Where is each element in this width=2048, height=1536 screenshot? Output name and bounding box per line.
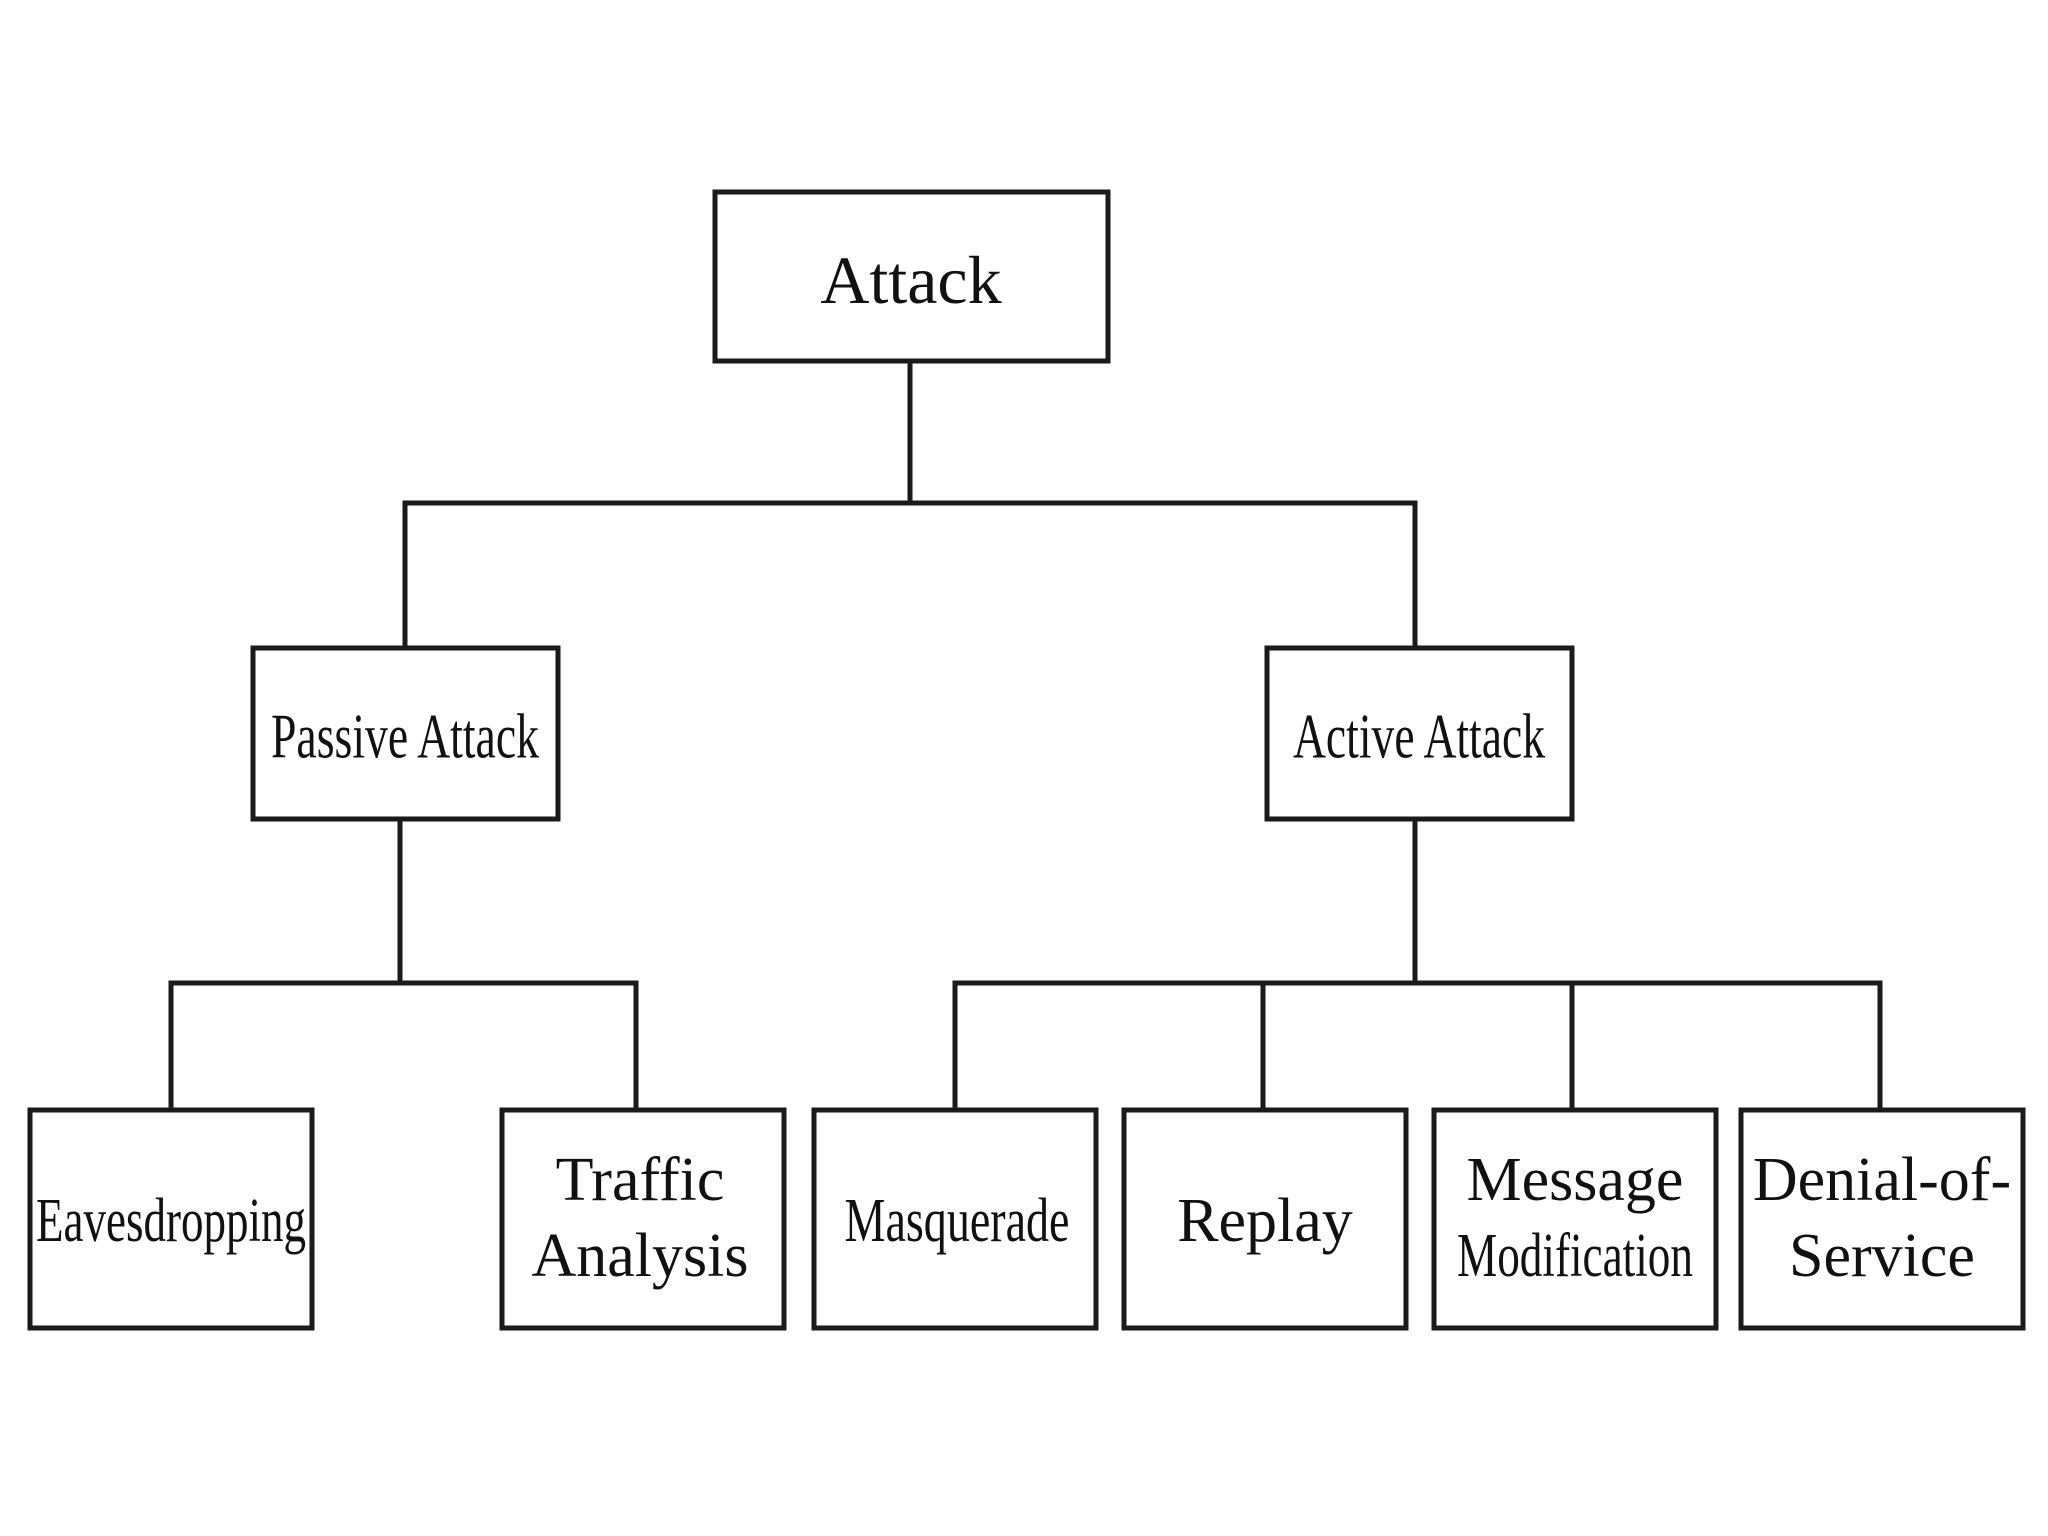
node-denial-of-service-label-line2: Service bbox=[1789, 1222, 1975, 1290]
node-attack-box bbox=[712, 189, 1111, 364]
node-message-modification-box bbox=[1431, 1107, 1719, 1331]
node-masquerade-label: Masquerade bbox=[845, 1187, 1070, 1255]
node-traffic-analysis-box bbox=[499, 1107, 787, 1331]
node-eavesdropping-box bbox=[27, 1107, 315, 1331]
node-replay-box bbox=[1121, 1107, 1409, 1331]
node-message-modification: Message Modification bbox=[1431, 1107, 1719, 1331]
node-eavesdropping: Eavesdropping bbox=[27, 1107, 315, 1331]
edge-passive-branch bbox=[168, 980, 639, 1113]
node-masquerade-box bbox=[811, 1107, 1099, 1331]
edge-root-branch bbox=[402, 500, 1418, 651]
edge-active-branch bbox=[952, 980, 1883, 1113]
node-replay-label: Replay bbox=[1177, 1187, 1353, 1255]
node-denial-of-service: Denial-of- Service bbox=[1738, 1107, 2026, 1331]
node-denial-of-service-label-line1: Denial-of- bbox=[1753, 1146, 2011, 1214]
node-traffic-analysis-label-line1: Traffic bbox=[556, 1146, 725, 1214]
node-message-modification-label-line2: Modification bbox=[1457, 1222, 1693, 1290]
node-masquerade: Masquerade bbox=[811, 1107, 1099, 1331]
node-passive-attack-box bbox=[250, 645, 561, 822]
node-active-attack-label: Active Attack bbox=[1293, 701, 1545, 772]
node-active-attack: Active Attack bbox=[1264, 645, 1575, 822]
node-passive-attack-label: Passive Attack bbox=[271, 701, 539, 772]
node-attack-label: Attack bbox=[820, 242, 1001, 318]
node-attack: Attack bbox=[712, 189, 1111, 364]
node-traffic-analysis-label-line2: Analysis bbox=[532, 1222, 749, 1290]
node-traffic-analysis: Traffic Analysis bbox=[499, 1107, 787, 1331]
node-message-modification-label-line1: Message bbox=[1467, 1146, 1684, 1214]
connectors bbox=[168, 358, 1883, 1113]
node-denial-of-service-box bbox=[1738, 1107, 2026, 1331]
node-passive-attack: Passive Attack bbox=[250, 645, 561, 822]
node-replay: Replay bbox=[1121, 1107, 1409, 1331]
node-active-attack-box bbox=[1264, 645, 1575, 822]
node-eavesdropping-label: Eavesdropping bbox=[36, 1187, 306, 1255]
